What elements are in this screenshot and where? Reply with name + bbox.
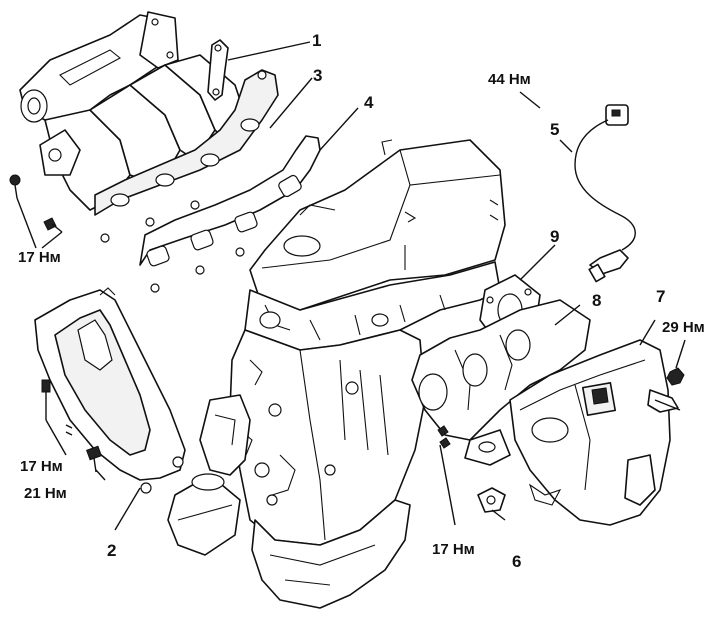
heat-shield-nut [666,367,685,386]
label-part-5: 5 [550,120,560,139]
leader-lines [16,41,686,531]
label-part-8: 8 [592,291,602,310]
oxygen-sensor-part-5 [574,104,636,283]
label-part-6: 6 [512,552,522,571]
label-part-3: 3 [313,66,323,85]
heat-shield-part-2 [34,287,186,494]
intake-gasket-part-4 [139,135,321,293]
label-part-4: 4 [364,93,374,112]
label-shield-bolt-torque-b: 21 Нм [24,485,67,502]
label-part-2: 2 [107,541,117,560]
label-part-1: 1 [312,31,322,50]
label-part-7: 7 [656,287,666,306]
label-heat-shield-torque: 29 Нм [662,319,705,336]
label-shield-bolt-torque-a: 17 Нм [20,458,63,475]
gasket-part-6 [477,487,506,513]
label-exhaust-nut-torque: 17 Нм [432,541,475,558]
engine-block [167,139,506,609]
label-part-9: 9 [550,227,560,246]
exhaust-manifold-part-8 [411,299,591,466]
bracket-part-1 [207,39,229,101]
intake-manifold [19,11,279,243]
shield-bolts [41,379,102,473]
heat-shield-part-7 [509,339,681,526]
label-intake-bolts-torque: 17 Нм [18,249,61,266]
label-sensor-torque: 44 Нм [488,71,531,88]
intake-bolts [9,174,63,233]
